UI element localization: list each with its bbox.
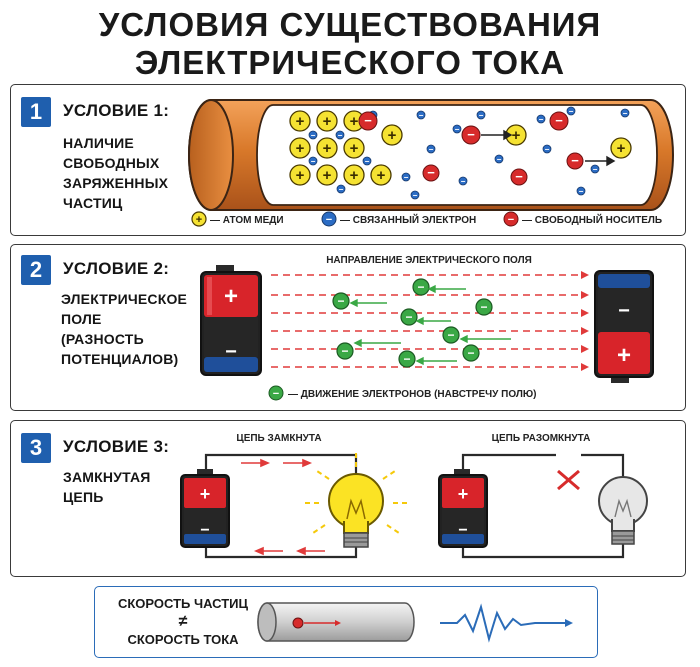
copper-wire-icon: +++ +++ ++++ +++ −−− −−− −−− −−− −−− −−−… [188, 99, 674, 227]
condition-1-panel: 1 УСЛОВИЕ 1: НАЛИЧИЕ СВОБОДНЫХ ЗАРЯЖЕННЫ… [10, 84, 686, 236]
legend-electron-motion: — ДВИЖЕНИЕ ЭЛЕКТРОНОВ (НАВСТРЕЧУ ПОЛЮ) [288, 389, 537, 400]
svg-text:−: − [539, 115, 544, 124]
svg-text:−: − [623, 109, 628, 118]
svg-text:+: + [296, 167, 305, 184]
svg-text:+: + [617, 342, 631, 369]
svg-text:+: + [388, 127, 397, 144]
bound-electrons [308, 106, 630, 200]
wave-icon [440, 603, 565, 643]
svg-text:+: + [512, 127, 521, 144]
field-electrons [332, 278, 493, 368]
battery-icon-right [594, 270, 654, 383]
svg-text:−: − [508, 214, 514, 226]
condition-3-description: ЗАМКНУТАЯ ЦЕПЬ [63, 469, 151, 505]
svg-text:−: − [579, 187, 584, 196]
svg-text:−: − [339, 185, 344, 194]
svg-text:+: + [323, 113, 332, 130]
svg-text:+: + [323, 167, 332, 184]
speed-comparison-text: СКОРОСТЬ ЧАСТИЦ ≠ СКОРОСТЬ ТОКА [117, 596, 249, 647]
condition-3-panel: 3 УСЛОВИЕ 3: ЗАМКНУТАЯ ЦЕПЬ ЦЕПЬ ЗАМКНУТ… [10, 420, 686, 577]
svg-text:−: − [341, 344, 348, 358]
free-carriers [358, 111, 584, 186]
svg-text:−: − [515, 169, 523, 184]
svg-text:−: − [467, 127, 475, 142]
svg-text:−: − [467, 346, 474, 360]
svg-text:−: − [545, 145, 550, 154]
copper-atom-lattice [289, 110, 632, 186]
svg-text:−: − [569, 107, 574, 116]
field-direction-label: НАПРАВЛЕНИЕ ЭЛЕКТРИЧЕСКОГО ПОЛЯ [326, 255, 532, 266]
svg-text:−: − [593, 165, 598, 174]
svg-text:−: − [479, 111, 484, 120]
svg-text:+: + [350, 167, 359, 184]
svg-text:−: − [480, 300, 487, 314]
condition-2-badge: 2 [21, 255, 51, 285]
svg-text:−: − [403, 352, 410, 366]
svg-text:−: − [404, 173, 409, 182]
condition-2-panel: 2 УСЛОВИЕ 2: ЭЛЕКТРИЧЕСКОЕ ПОЛЕ (РАЗНОСТ… [10, 244, 686, 411]
svg-text:+: + [617, 140, 626, 157]
open-circuit-label: ЦЕПЬ РАЗОМКНУТА [492, 433, 591, 444]
condition-2-heading: УСЛОВИЕ 2: [63, 259, 170, 278]
svg-text:+: + [377, 167, 386, 184]
legend-icons: + − − [191, 211, 519, 227]
svg-text:−: − [555, 113, 563, 128]
svg-text:+: + [350, 113, 359, 130]
cross-mark-icon [557, 469, 580, 491]
svg-text:−: − [427, 165, 435, 180]
svg-text:−: − [273, 388, 279, 400]
svg-text:−: − [461, 177, 466, 186]
svg-text:−: − [447, 328, 454, 342]
svg-text:−: − [458, 522, 467, 539]
svg-text:+: + [350, 140, 359, 157]
svg-text:−: − [225, 341, 237, 363]
svg-text:+: + [296, 140, 305, 157]
legend-free-carrier: — СВОБОДНЫЙ НОСИТЕЛЬ [522, 213, 662, 226]
svg-text:+: + [196, 214, 202, 226]
svg-text:−: − [419, 111, 424, 120]
svg-text:−: − [338, 131, 343, 140]
svg-text:−: − [429, 145, 434, 154]
metal-tube-icon [257, 602, 415, 642]
svg-text:−: − [326, 214, 332, 226]
condition-1-description: НАЛИЧИЕ СВОБОДНЫХ ЗАРЯЖЕННЫХ ЧАСТИЦ [63, 135, 169, 211]
svg-text:+: + [200, 484, 211, 504]
condition-3-badge: 3 [21, 433, 51, 463]
svg-text:+: + [296, 113, 305, 130]
condition-1-heading: УСЛОВИЕ 1: [63, 101, 170, 120]
condition-3-heading: УСЛОВИЕ 3: [63, 437, 170, 456]
svg-text:−: − [455, 125, 460, 134]
battery-icon-open [438, 469, 488, 548]
condition-2-description: ЭЛЕКТРИЧЕСКОЕ ПОЛЕ (РАЗНОСТЬ ПОТЕНЦИАЛОВ… [61, 291, 188, 367]
svg-text:−: − [311, 131, 316, 140]
svg-text:+: + [323, 140, 332, 157]
battery-icon-closed [180, 469, 230, 548]
svg-text:−: − [413, 191, 418, 200]
svg-text:−: − [417, 280, 424, 294]
light-bulb-off-icon [598, 476, 648, 545]
svg-text:+: + [458, 484, 469, 504]
svg-text:−: − [200, 522, 209, 539]
svg-text:−: − [618, 300, 630, 322]
svg-text:−: − [571, 153, 579, 168]
legend-bound-electron: — СВЯЗАННЫЙ ЭЛЕКТРОН [340, 213, 476, 226]
field-lines [271, 274, 581, 368]
svg-text:−: − [337, 294, 344, 308]
page-title-line-2: ЭЛЕКТРИЧЕСКОГО ТОКА [134, 44, 566, 81]
speed-comparison-box: СКОРОСТЬ ЧАСТИЦ ≠ СКОРОСТЬ ТОКА [94, 586, 598, 658]
svg-text:−: − [364, 113, 372, 128]
closed-circuit-label: ЦЕПЬ ЗАМКНУТА [236, 433, 321, 444]
legend-copper-atom: — АТОМ МЕДИ [210, 215, 284, 226]
svg-text:−: − [497, 155, 502, 164]
condition-1-badge: 1 [21, 97, 51, 127]
battery-icon-left [200, 265, 262, 376]
svg-text:−: − [311, 157, 316, 166]
svg-text:+: + [224, 283, 238, 310]
svg-text:−: − [365, 157, 370, 166]
page-title-line-1: УСЛОВИЯ СУЩЕСТВОВАНИЯ [98, 6, 602, 43]
svg-text:−: − [405, 310, 412, 324]
light-bulb-lit-icon [305, 453, 407, 548]
